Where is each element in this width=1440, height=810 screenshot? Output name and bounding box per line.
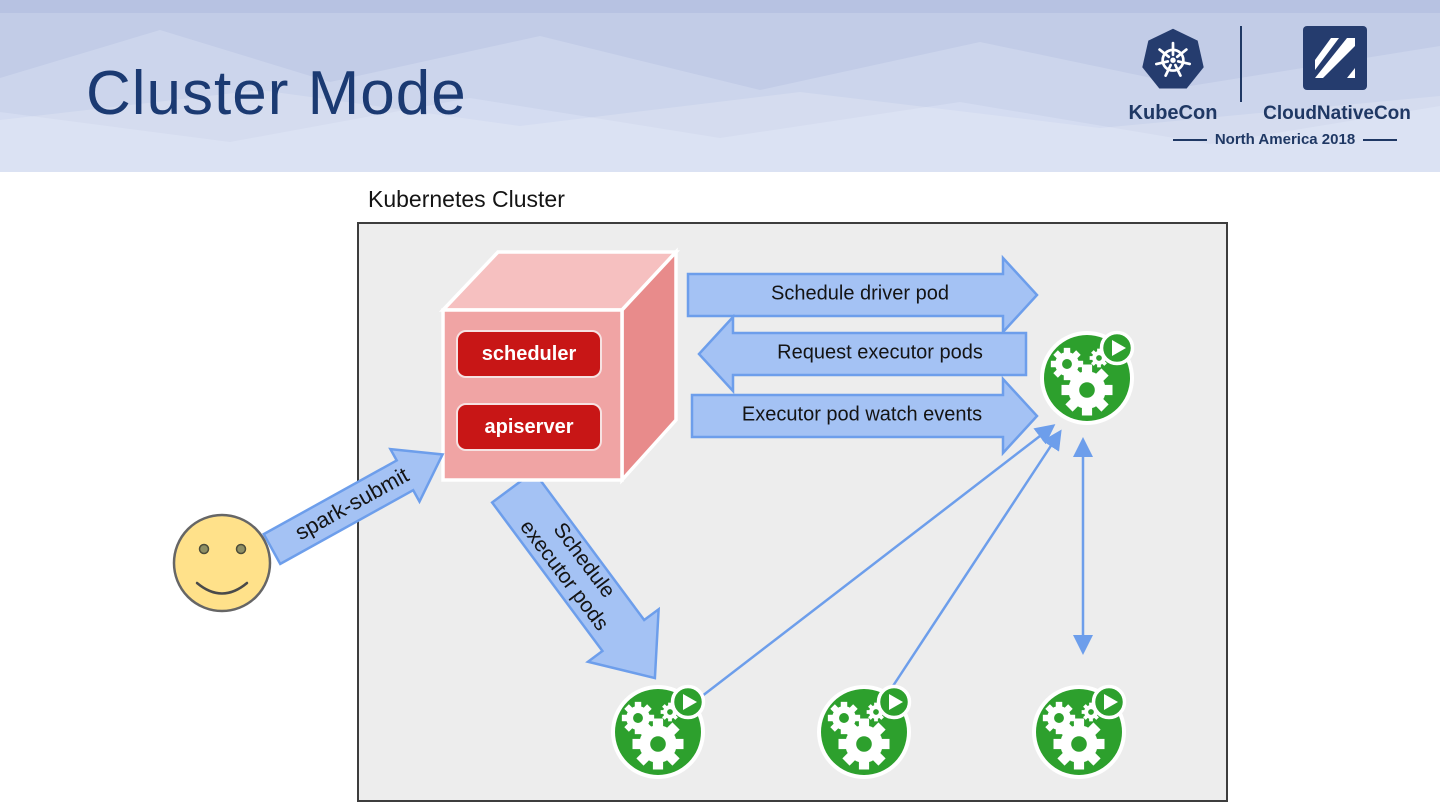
- header-wave-background: [0, 0, 1440, 172]
- page-title: Cluster Mode: [86, 59, 467, 128]
- schedule-driver-pod-label: Schedule driver pod: [771, 282, 949, 305]
- logo-divider: [1240, 26, 1242, 102]
- executor-pod-icon: [817, 685, 911, 779]
- cluster-label: Kubernetes Cluster: [368, 186, 565, 212]
- divider-line: [1363, 138, 1398, 141]
- event-location-row: North America 2018: [1140, 131, 1430, 148]
- executor-pod-icon: [611, 685, 705, 779]
- cloudnativecon-wordmark: CloudNativeCon: [1263, 103, 1411, 124]
- request-executor-pods-arrow: [697, 313, 1028, 395]
- kubernetes-wheel-icon: [1142, 28, 1204, 89]
- executor-driver-links: [696, 424, 1093, 701]
- slide-header: Cluster Mode KubeCon CloudN: [0, 0, 1440, 172]
- scheduler-box: scheduler: [456, 330, 602, 378]
- cloudnativecon-square-icon: [1303, 26, 1367, 90]
- event-location: North America 2018: [1214, 131, 1356, 148]
- kubecon-wordmark: KubeCon: [1128, 102, 1218, 124]
- executor-pod-watch-events-label: Executor pod watch events: [741, 403, 983, 426]
- request-executor-pods-label: Request executor pods: [777, 341, 983, 364]
- apiserver-box: apiserver: [456, 403, 602, 451]
- divider-line: [1172, 138, 1207, 141]
- driver-pod-icon: [1040, 331, 1134, 425]
- smiley-face-icon: [172, 513, 272, 613]
- executor-pod-icon: [1032, 685, 1126, 779]
- spark-submit-arrow: [262, 447, 445, 566]
- schedule-executor-pods-arrow: [490, 469, 661, 680]
- schedule-driver-pod-arrow: [686, 254, 1039, 336]
- executor-pod-watch-events-arrow: [690, 375, 1039, 457]
